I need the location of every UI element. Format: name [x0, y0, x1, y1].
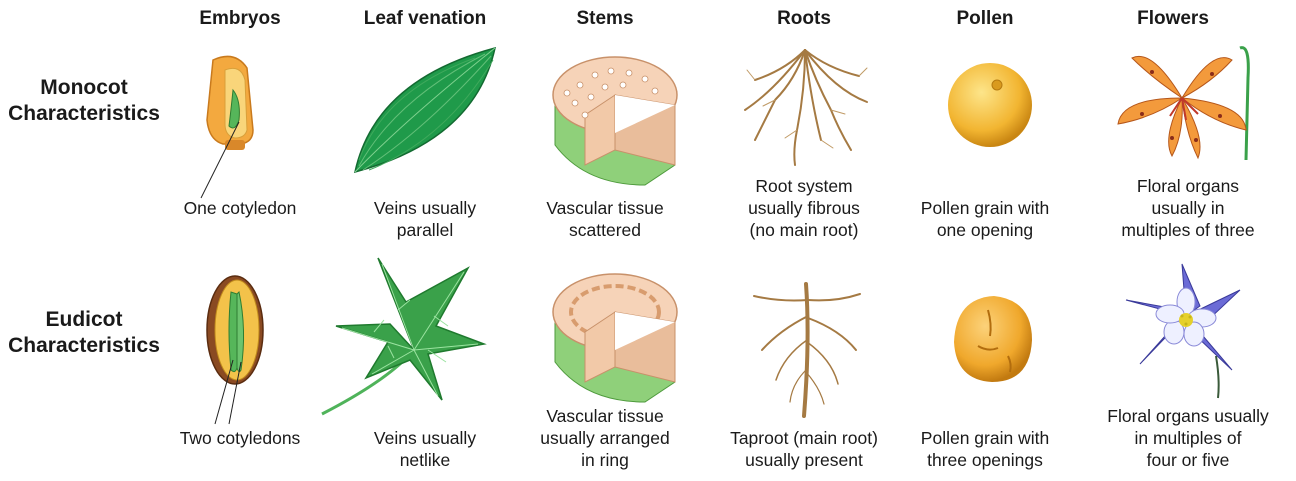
caption-monocot-roots: Root system usually fibrous (no main roo…: [714, 175, 894, 241]
caption-eudicot-embryos: Two cotyledons: [150, 427, 330, 449]
caption-eudicot-flowers: Floral organs usually in multiples of fo…: [1088, 405, 1288, 471]
caption-eudicot-stems: Vascular tissue usually arranged in ring: [515, 405, 695, 471]
caption-line: Vascular tissue: [546, 406, 664, 426]
monocot-lily-flower-illustration: [1117, 46, 1250, 161]
caption-line: three openings: [927, 450, 1043, 470]
row-header-line: Monocot: [40, 76, 128, 99]
eudicot-columbine-flower-illustration: [1125, 263, 1241, 399]
caption-line: Floral organs: [1136, 176, 1240, 196]
eudicot-stem-illustration: [552, 273, 678, 403]
column-header-leaf-venation: Leaf venation: [363, 8, 487, 29]
caption-line: four or five: [1146, 450, 1230, 470]
caption-line: multiples of three: [1121, 220, 1255, 240]
row-header-line: Eudicot: [45, 308, 123, 331]
caption-line: one opening: [936, 220, 1034, 240]
caption-line: Root system: [755, 176, 853, 196]
caption-monocot-pollen: Pollen grain with one opening: [895, 197, 1075, 241]
monocot-seed-illustration: [200, 55, 254, 199]
caption-line: usually in: [1151, 198, 1225, 218]
caption-eudicot-leaf: Veins usually netlike: [335, 427, 515, 471]
caption-monocot-embryos: One cotyledon: [150, 197, 330, 219]
caption-line: usually arranged: [540, 428, 670, 448]
caption-monocot-flowers: Floral organs usually in multiples of th…: [1098, 175, 1278, 241]
column-header-roots: Roots: [777, 8, 831, 29]
eudicot-leaf-illustration: [321, 257, 487, 416]
caption-line: netlike: [399, 450, 451, 470]
caption-line: Two cotyledons: [179, 428, 301, 448]
row-header-monocot: Monocot Characteristics: [0, 75, 168, 127]
monocot-fibrous-roots-illustration: [744, 49, 868, 166]
caption-eudicot-pollen: Pollen grain with three openings: [895, 427, 1075, 471]
caption-line: scattered: [569, 220, 641, 240]
column-header-embryos: Embryos: [199, 8, 281, 29]
caption-line: Taproot (main root): [730, 428, 878, 448]
caption-line: Pollen grain with: [920, 428, 1050, 448]
caption-line: Pollen grain with: [920, 198, 1050, 218]
column-header-stems: Stems: [576, 8, 634, 29]
caption-line: Veins usually: [373, 428, 477, 448]
caption-line: One cotyledon: [183, 198, 297, 218]
eudicot-seed-illustration: [206, 275, 264, 425]
caption-line: in ring: [581, 450, 629, 470]
eudicot-taproot-illustration: [753, 282, 861, 418]
caption-line: in multiples of: [1134, 428, 1242, 448]
caption-monocot-leaf: Veins usually parallel: [335, 197, 515, 241]
caption-line: parallel: [396, 220, 454, 240]
row-header-line: Characteristics: [8, 334, 160, 357]
caption-eudicot-roots: Taproot (main root) usually present: [714, 427, 894, 471]
row-header-line: Characteristics: [8, 102, 160, 125]
caption-line: Veins usually: [373, 198, 477, 218]
caption-line: usually fibrous: [748, 198, 860, 218]
caption-line: Vascular tissue: [546, 198, 664, 218]
monocot-leaf-illustration: [354, 46, 496, 174]
monocot-stem-illustration: [552, 56, 678, 186]
eudicot-pollen-illustration: [954, 296, 1032, 382]
caption-monocot-stems: Vascular tissue scattered: [515, 197, 695, 241]
caption-line: (no main root): [749, 220, 859, 240]
column-header-flowers: Flowers: [1137, 8, 1209, 29]
caption-line: usually present: [745, 450, 863, 470]
row-header-eudicot: Eudicot Characteristics: [0, 307, 168, 359]
column-header-pollen: Pollen: [956, 8, 1014, 29]
monocot-pollen-illustration: [948, 63, 1032, 147]
caption-line: Floral organs usually: [1107, 406, 1269, 426]
